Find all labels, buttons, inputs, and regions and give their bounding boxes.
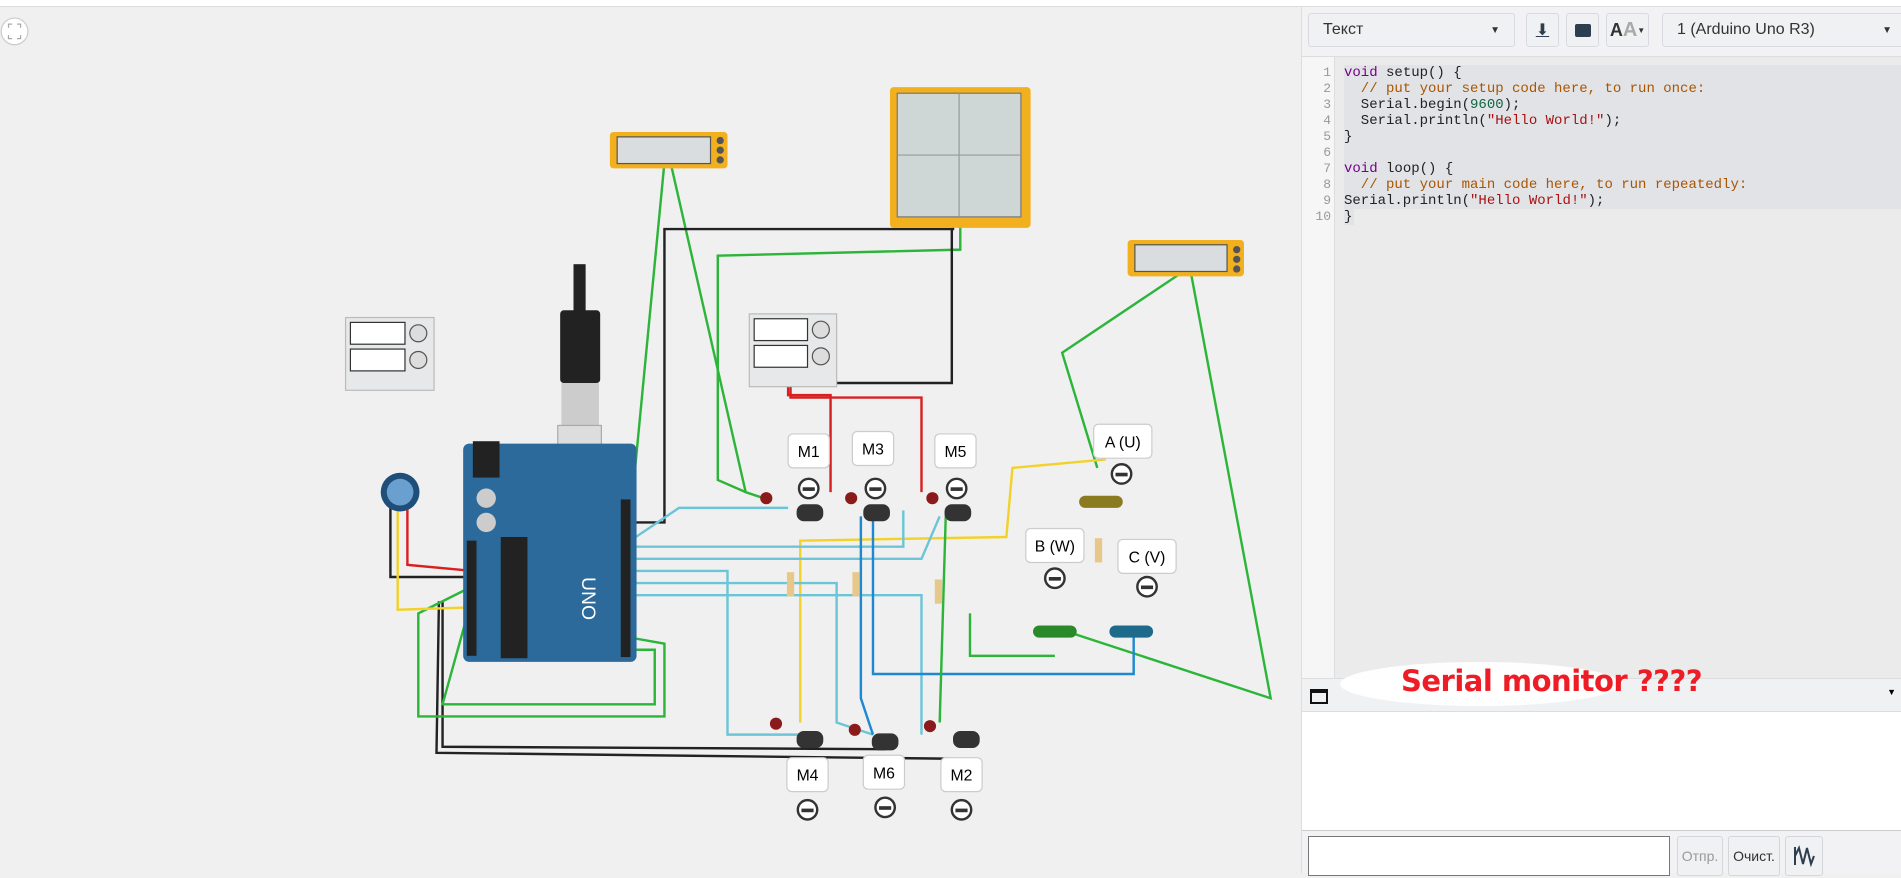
- label-m2[interactable]: M2: [940, 757, 983, 821]
- svg-text:M6: M6: [873, 765, 895, 782]
- label-phase-b[interactable]: B (W): [1025, 527, 1085, 590]
- code-token: // put your main code here, to run repea…: [1344, 177, 1748, 193]
- power-supply-2[interactable]: [748, 313, 838, 388]
- line-number: 3: [1323, 97, 1331, 112]
- power-supply-1[interactable]: [344, 316, 435, 391]
- code-token: );: [1604, 113, 1622, 129]
- code-line[interactable]: // put your setup code here, to run once…: [1344, 81, 1901, 97]
- code-token: setup() {: [1377, 65, 1462, 81]
- label-m3[interactable]: M3: [851, 430, 895, 500]
- serial-monitor-icon[interactable]: [1310, 689, 1328, 704]
- code-line[interactable]: }: [1344, 209, 1354, 225]
- board-label: UNO: [577, 577, 599, 620]
- line-number: 10: [1315, 209, 1331, 224]
- svg-text:M3: M3: [862, 442, 884, 459]
- code-token: // put your setup code here, to run once…: [1344, 81, 1706, 97]
- code-line[interactable]: // put your main code here, to run repea…: [1344, 177, 1901, 193]
- line-number: 1: [1323, 65, 1331, 80]
- line-number: 4: [1323, 113, 1331, 128]
- dropdown-caret-icon: ▼: [1637, 25, 1646, 35]
- board-select[interactable]: 1 (Arduino Uno R3) ▼: [1662, 13, 1901, 47]
- transistors: [796, 504, 980, 751]
- code-line[interactable]: void setup() {: [1344, 65, 1901, 81]
- annotation-text: Serial monitor ????: [1401, 664, 1703, 698]
- code-line[interactable]: Serial.println("Hello World!");: [1344, 193, 1901, 209]
- clear-button[interactable]: Очист.: [1728, 836, 1780, 876]
- code-token: }: [1344, 209, 1353, 225]
- line-number: 2: [1323, 81, 1331, 96]
- multimeter-1[interactable]: [609, 132, 728, 169]
- svg-text:M1: M1: [798, 444, 820, 461]
- code-token: "Hello World!": [1470, 193, 1588, 209]
- mode-select-value: Текст: [1323, 21, 1364, 38]
- archive-icon: [1574, 23, 1591, 37]
- font-size-icon: AA: [1609, 18, 1638, 41]
- svg-text:B (W): B (W): [1035, 539, 1075, 556]
- download-icon: ⬇: [1535, 22, 1550, 39]
- line-number: 5: [1323, 129, 1331, 144]
- serial-input[interactable]: [1308, 836, 1670, 876]
- plotter-button[interactable]: [1785, 836, 1823, 876]
- line-number: 9: [1323, 193, 1331, 208]
- font-size-button[interactable]: AA▼: [1606, 13, 1649, 47]
- serial-monitor-output: [1302, 711, 1901, 831]
- arduino-uno-board[interactable]: UNO: [463, 441, 637, 662]
- code-line[interactable]: [1344, 145, 1901, 161]
- mode-select[interactable]: Текст ▼: [1308, 13, 1515, 47]
- code-token: "Hello World!": [1486, 113, 1605, 129]
- potentiometer[interactable]: [380, 472, 420, 512]
- circuit-canvas[interactable]: UNO M1 M3 M5 M4 M6 M2 A (U) B (W) C (V): [0, 7, 1301, 873]
- line-number: 8: [1323, 177, 1331, 192]
- svg-text:M4: M4: [797, 768, 819, 785]
- label-m1[interactable]: M1: [787, 433, 830, 500]
- label-m4[interactable]: M4: [786, 757, 829, 821]
- svg-text:M2: M2: [951, 768, 973, 785]
- board-select-value: 1 (Arduino Uno R3): [1677, 21, 1815, 38]
- code-token: );: [1503, 97, 1521, 113]
- code-token: Serial.println(: [1344, 193, 1471, 209]
- code-line[interactable]: void loop() {: [1344, 161, 1901, 177]
- send-button[interactable]: Отпр.: [1677, 836, 1723, 876]
- code-token: void: [1344, 161, 1378, 177]
- top-bar: [0, 0, 1901, 7]
- dropdown-caret-icon: ▼: [1882, 24, 1892, 36]
- code-line[interactable]: }: [1344, 129, 1901, 145]
- code-line[interactable]: Serial.begin(9600);: [1344, 97, 1901, 113]
- graph-icon: [1794, 845, 1815, 867]
- circuit-svg[interactable]: UNO M1 M3 M5 M4 M6 M2 A (U) B (W) C (V): [0, 7, 1301, 873]
- code-token: );: [1587, 193, 1605, 209]
- svg-text:A (U): A (U): [1105, 434, 1141, 451]
- code-token: 9600: [1470, 97, 1504, 113]
- collapse-caret-icon[interactable]: ▼: [1887, 687, 1896, 697]
- code-line[interactable]: Serial.println("Hello World!");: [1344, 113, 1901, 129]
- code-token: }: [1344, 129, 1353, 145]
- svg-text:M5: M5: [944, 444, 966, 461]
- libraries-button[interactable]: [1566, 13, 1599, 47]
- label-m6[interactable]: M6: [862, 754, 906, 819]
- label-m5[interactable]: M5: [934, 433, 977, 500]
- dropdown-caret-icon: ▼: [1490, 24, 1500, 36]
- code-token: Serial.println(: [1344, 113, 1487, 129]
- leds: [760, 492, 1154, 736]
- line-number: 6: [1323, 145, 1331, 160]
- label-phase-a[interactable]: A (U): [1093, 423, 1153, 485]
- svg-text:C (V): C (V): [1129, 549, 1166, 566]
- line-number: 7: [1323, 161, 1331, 176]
- code-token: Serial.begin(: [1344, 97, 1471, 113]
- download-button[interactable]: ⬇: [1526, 13, 1559, 47]
- oscilloscope[interactable]: [889, 87, 1031, 228]
- multimeter-2[interactable]: [1127, 239, 1245, 277]
- fullscreen-icon[interactable]: [0, 17, 29, 46]
- label-phase-c[interactable]: C (V): [1117, 538, 1177, 598]
- resistors: [786, 538, 1103, 604]
- code-token: loop() {: [1377, 161, 1454, 177]
- code-token: void: [1344, 65, 1378, 81]
- annotation-highlight: [1340, 662, 1620, 706]
